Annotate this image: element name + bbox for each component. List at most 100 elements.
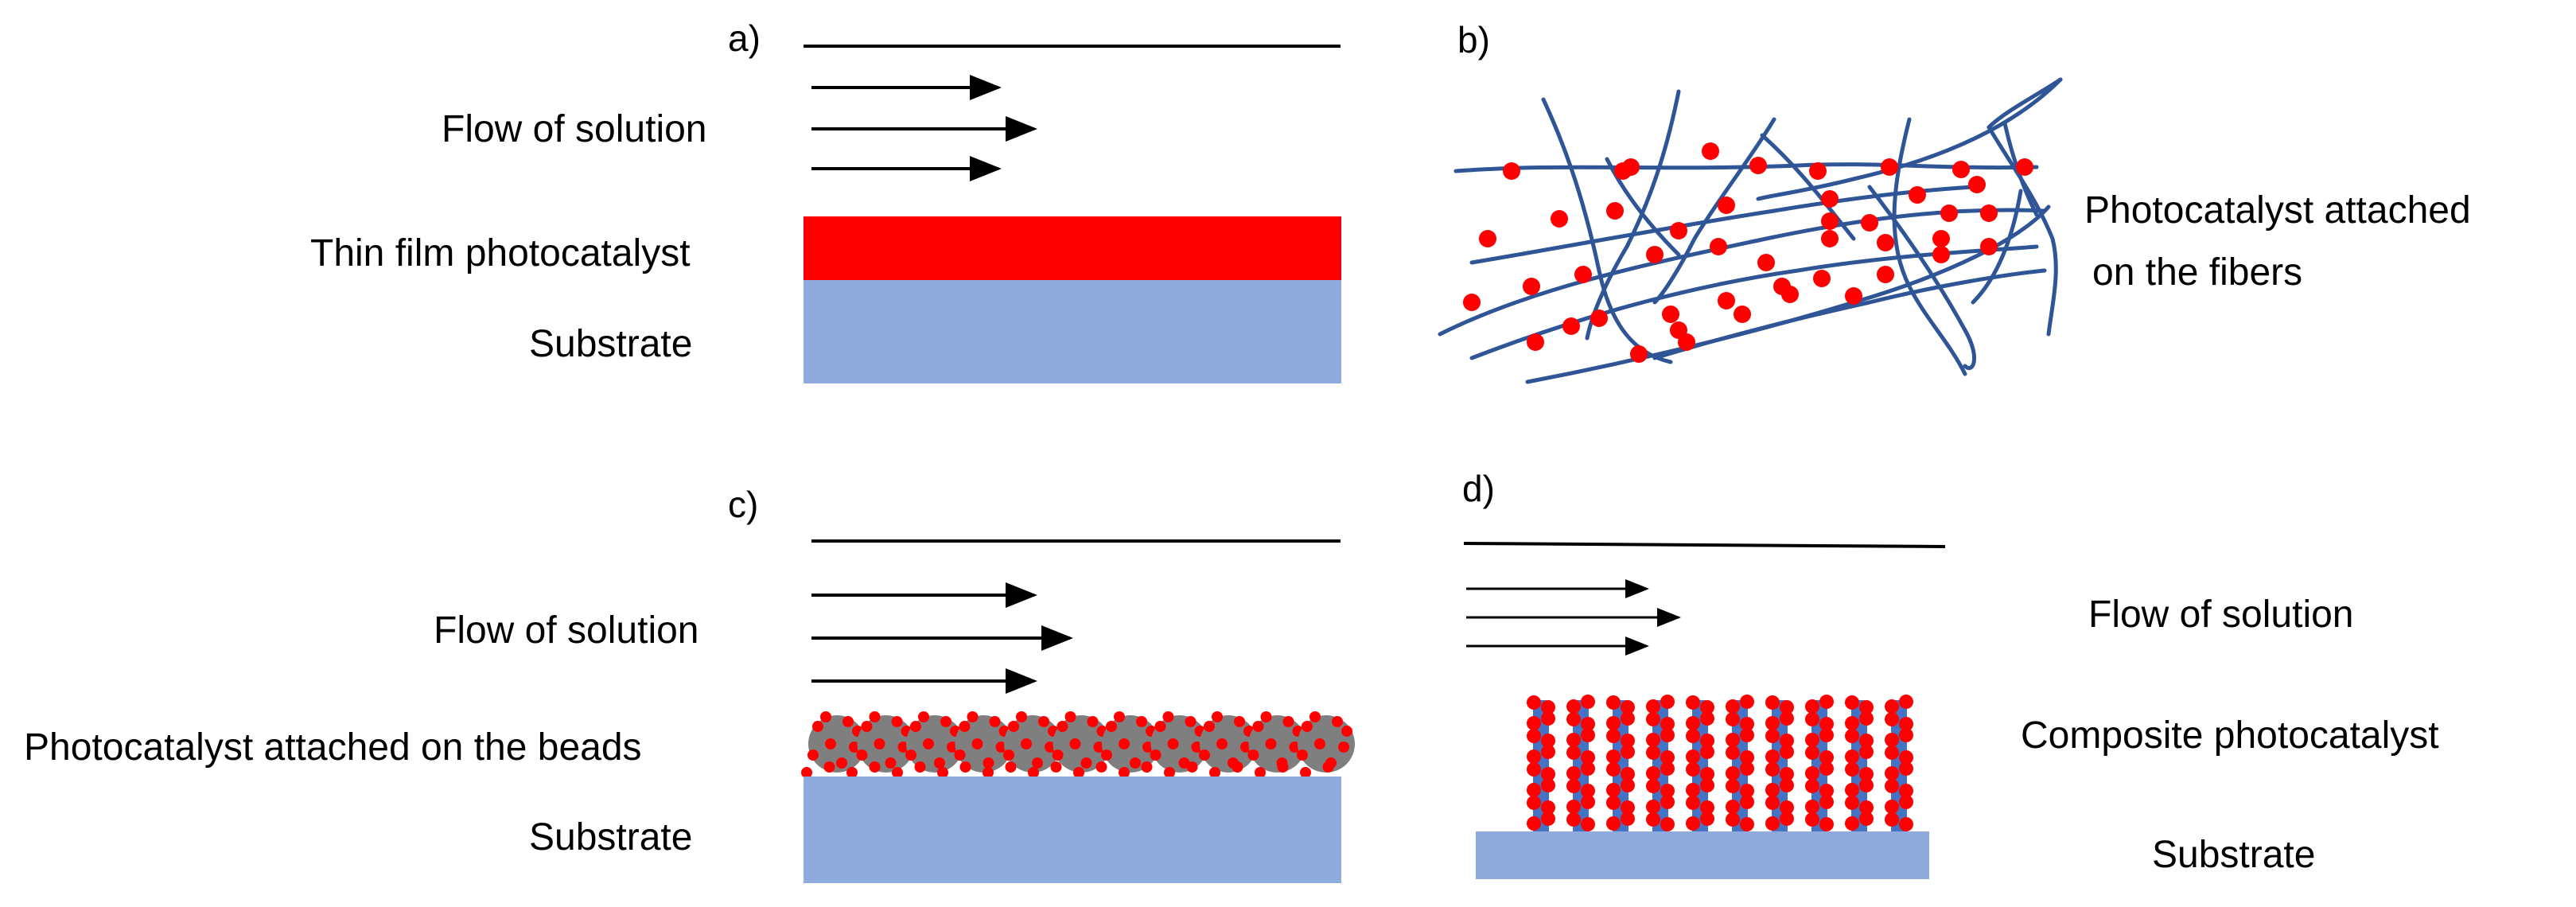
- bead-particle: [842, 716, 854, 727]
- bead: [905, 711, 963, 773]
- bead-particle: [1106, 721, 1117, 732]
- rod-particle: [1606, 816, 1621, 831]
- rod-particle: [1541, 700, 1555, 714]
- bead: [1003, 711, 1061, 773]
- rod-particle: [1899, 795, 1913, 809]
- rod-particle: [1845, 796, 1859, 810]
- rod-particle: [1646, 712, 1660, 726]
- bead-particle: [923, 738, 934, 749]
- fiber-network: [1438, 77, 2063, 384]
- bead-particle: [918, 711, 929, 722]
- bead-particle: [1045, 742, 1056, 753]
- rod-particle: [1805, 699, 1819, 714]
- bead-particle: [1050, 761, 1062, 773]
- photocatalyst-particle: [1551, 210, 1568, 228]
- rod-particle: [1859, 778, 1874, 792]
- rod-particle: [1606, 695, 1621, 710]
- bead-particle: [1095, 761, 1107, 773]
- bead: [807, 711, 866, 773]
- bead-particle: [1309, 711, 1321, 722]
- rod-particle: [1527, 729, 1541, 743]
- bead-particle: [1216, 738, 1228, 749]
- photocatalyst-particle: [1710, 238, 1727, 255]
- rod-particle: [1660, 728, 1675, 742]
- rod-particle: [1660, 717, 1675, 731]
- bead-particle: [910, 721, 921, 732]
- composite-rod: [1646, 695, 1675, 831]
- bead-particle: [1003, 749, 1014, 761]
- composite-rod: [1845, 695, 1874, 831]
- rod-particle: [1581, 761, 1595, 776]
- panel-a: a) Flow of solution Thin film photocatal…: [310, 18, 1341, 383]
- panel-c: c) Flow of solution Photocatalyst attach…: [24, 484, 1355, 883]
- bead-body: [808, 715, 866, 773]
- rod-particle: [1581, 784, 1595, 798]
- rod-particle: [1885, 733, 1899, 747]
- rod-particle: [1606, 762, 1621, 777]
- rod-particle: [1740, 784, 1754, 798]
- bead-particle: [885, 757, 897, 769]
- rod-particle: [1899, 728, 1913, 742]
- bead-particle: [1265, 738, 1277, 749]
- bead-particle: [861, 721, 873, 732]
- photocatalyst-particle: [1757, 254, 1775, 271]
- bead-particle: [1056, 721, 1068, 732]
- rod-particle: [1780, 711, 1794, 726]
- photocatalyst-particle: [1821, 230, 1839, 247]
- panel-d-composite-label: Composite photocatalyst: [2021, 714, 2439, 757]
- bead-particle: [1080, 757, 1092, 769]
- bead-particle: [1130, 757, 1141, 769]
- bead-particle: [937, 767, 948, 778]
- bead-particle: [869, 711, 881, 722]
- bead-particle: [1212, 711, 1223, 722]
- rod-particle: [1805, 733, 1819, 747]
- photocatalyst-particle: [1932, 246, 1950, 263]
- rod-particle: [1686, 695, 1700, 710]
- bead-particle: [846, 767, 858, 778]
- rod-particle: [1700, 800, 1714, 815]
- rod-particle: [1660, 761, 1675, 776]
- bead-particle: [1136, 716, 1147, 727]
- bead-particle: [897, 742, 909, 753]
- rod-particle: [1805, 745, 1819, 760]
- bead-particle: [812, 721, 823, 732]
- composite-rod: [1686, 695, 1714, 831]
- rod-particle: [1726, 812, 1740, 827]
- rod-particle: [1859, 745, 1874, 759]
- rod-particle: [1646, 766, 1660, 780]
- photocatalyst-particle: [1527, 333, 1544, 351]
- rod-particle: [1527, 695, 1541, 710]
- rod-particle: [1581, 750, 1595, 765]
- rod-particle: [1581, 695, 1595, 709]
- bead-particle: [1209, 767, 1220, 778]
- rod-particle: [1621, 778, 1635, 792]
- bead-particle: [1008, 721, 1019, 732]
- rod-particle: [1621, 700, 1635, 714]
- rod-particle: [1765, 816, 1780, 831]
- bead-particle: [1028, 767, 1039, 778]
- photocatalyst-particle: [1718, 292, 1735, 309]
- bead-particle: [1247, 749, 1259, 761]
- rod-particle: [1740, 761, 1754, 776]
- rod-particle: [1885, 800, 1899, 814]
- bead-body: [1102, 715, 1159, 773]
- photocatalyst-particle: [1574, 266, 1592, 283]
- rod-particle: [1646, 733, 1660, 747]
- rod-particle: [1581, 817, 1595, 831]
- rod-particle: [1646, 800, 1660, 814]
- rod-particle: [1726, 712, 1740, 726]
- photocatalyst-particle: [1562, 317, 1580, 335]
- bead-particle: [1005, 761, 1017, 773]
- photocatalyst-particle: [1646, 246, 1664, 263]
- rod-particle: [1566, 800, 1581, 814]
- bead-particle: [1322, 761, 1334, 773]
- panel-b-letter: b): [1457, 19, 1490, 60]
- photocatalyst-particle: [1909, 186, 1926, 204]
- bead-body: [1248, 715, 1306, 773]
- rod-particle: [1566, 699, 1581, 714]
- panel-d-letter: d): [1462, 468, 1495, 509]
- panel-c-substrate: [804, 777, 1341, 883]
- photocatalyst-particle: [1821, 190, 1839, 208]
- rod-particle: [1819, 695, 1834, 709]
- bead-particle: [1064, 711, 1076, 722]
